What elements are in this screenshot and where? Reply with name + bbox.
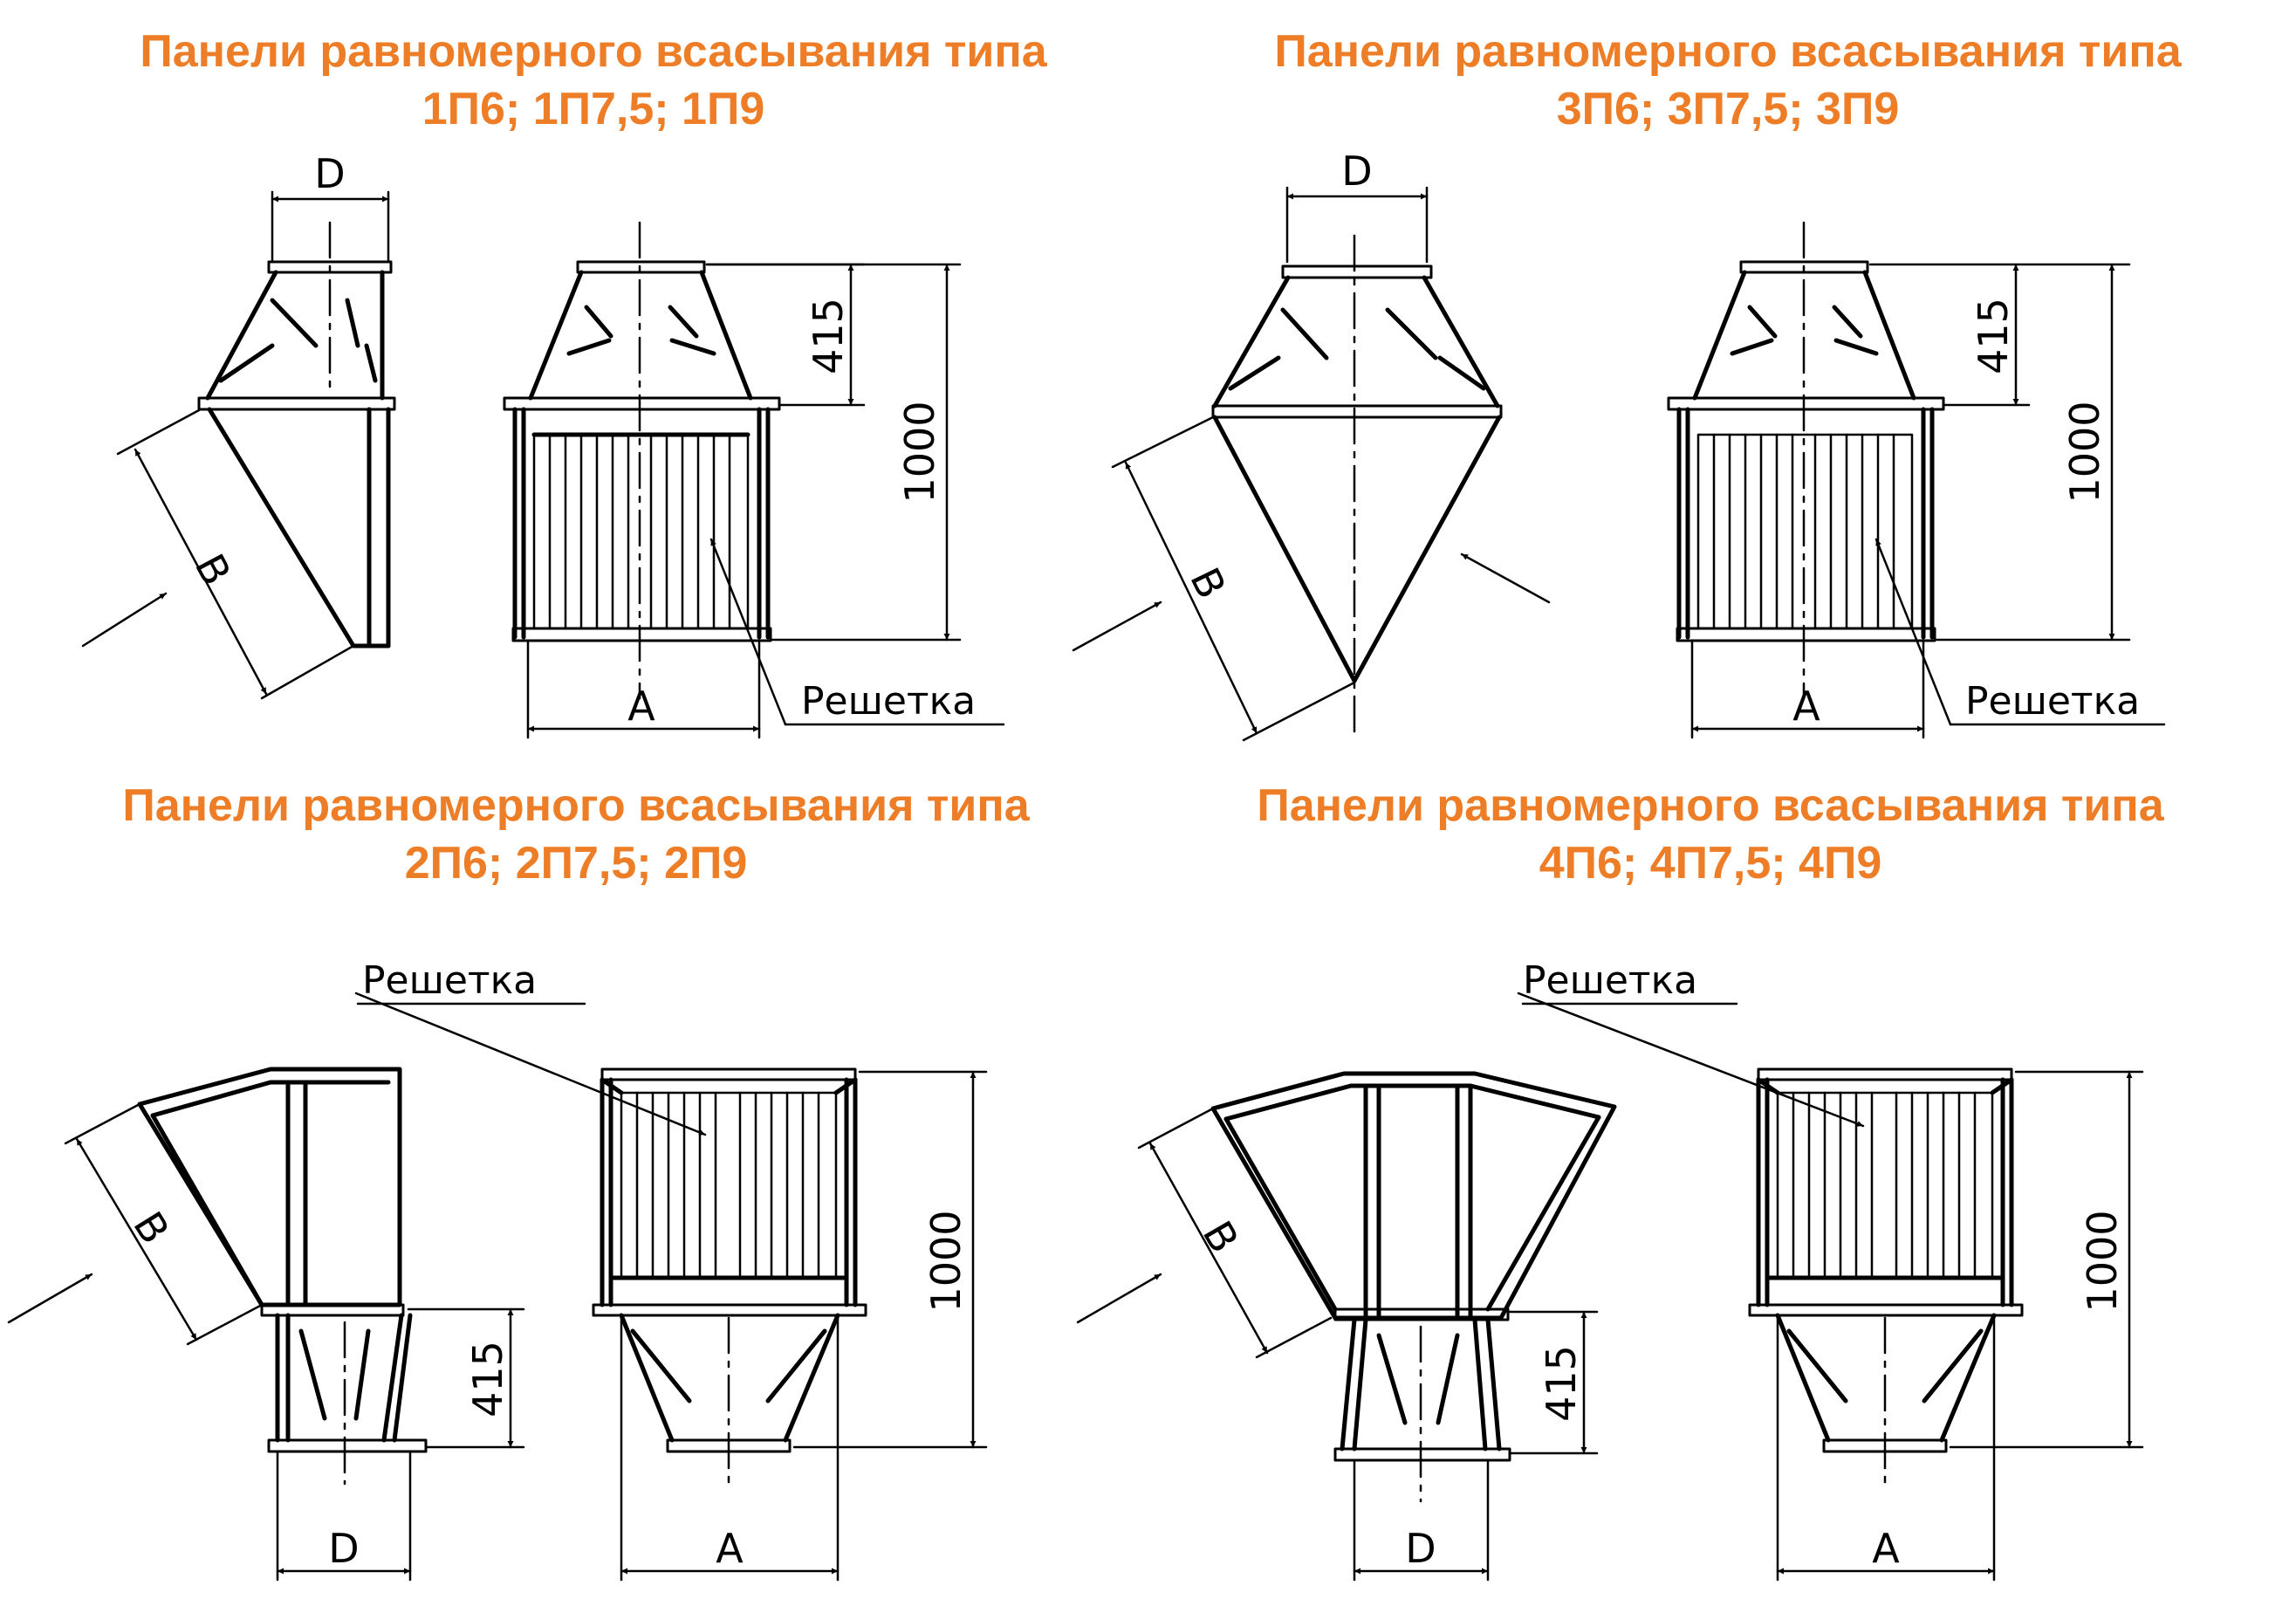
panel-2-grille-label: Решетка [1965, 679, 2140, 724]
panel-title-3: Панели равномерного всасывания типа 2П6;… [9, 777, 1143, 892]
panel-2-drawing: D B [1072, 148, 2166, 742]
panel-1-dim-a: A [627, 683, 655, 730]
panel-4-dim-415: 415 [1538, 1345, 1585, 1422]
panel-title-4-line2: 4П6; 4П7,5; 4П9 [1539, 838, 1882, 889]
panel-3-front-view: 1000 A [592, 1067, 988, 1582]
panel-4-dim-1000: 1000 [2079, 1210, 2126, 1312]
panel-2-dim-b: B [1181, 560, 1235, 606]
panel-4-dim-b: B [1194, 1213, 1249, 1260]
panel-4-drawing: B 415 D Решетка [1076, 958, 2144, 1582]
panel-1-drawing: D B [81, 150, 1005, 739]
panel-1-dim-b: B [186, 546, 240, 593]
panel-title-1: Панели равномерного всасывания типа 1П6;… [26, 23, 1161, 138]
panel-1-side-view: D B [81, 150, 396, 700]
panel-3-dim-415: 415 [464, 1341, 511, 1417]
panel-4-front-view: 1000 A [1748, 1067, 2144, 1582]
panel-2-front-view: 415 1000 A Решетка [1667, 221, 2166, 739]
panel-title-2-line1: Панели равномерного всасывания типа [1274, 26, 2182, 77]
panel-1-dim-d: D [314, 150, 345, 197]
panel-1-dim-415: 415 [805, 298, 852, 374]
panel-2-dim-a: A [1792, 683, 1820, 730]
panel-4-dim-a: A [1872, 1525, 1900, 1572]
panel-2-dim-d: D [1341, 148, 1372, 195]
panel-4-grille-label: Решетка [1523, 958, 1697, 1003]
panel-3-grille-label: Решетка [362, 958, 537, 1003]
panel-1-grille-label: Решетка [801, 679, 976, 724]
panel-title-2-line2: 3П6; 3П7,5; 3П9 [1556, 84, 1900, 134]
panel-2-dim-415: 415 [1970, 298, 2017, 374]
panel-1-dim-1000: 1000 [896, 401, 943, 503]
panel-title-1-line1: Панели равномерного всасывания типа [140, 26, 1047, 77]
panel-3-dim-a: A [716, 1525, 744, 1572]
panel-title-4-line1: Панели равномерного всасывания типа [1257, 780, 2164, 831]
panel-title-1-line2: 1П6; 1П7,5; 1П9 [422, 84, 765, 134]
panel-1-front-view: 415 1000 A Решетка [503, 221, 1005, 739]
panel-3-dim-d: D [328, 1525, 359, 1572]
panel-title-3-line1: Панели равномерного всасывания типа [122, 780, 1030, 831]
panel-title-4: Панели равномерного всасывания типа 4П6;… [1143, 777, 2278, 892]
panel-3-dim-b: B [124, 1204, 179, 1252]
panel-2-dim-1000: 1000 [2061, 401, 2108, 503]
panel-title-2: Панели равномерного всасывания типа 3П6;… [1161, 23, 2295, 138]
panel-2-side-view: D B [1072, 148, 1551, 742]
panel-3-drawing: B 415 D Решетка [7, 958, 988, 1582]
panel-4-dim-d: D [1405, 1525, 1436, 1572]
panel-3-dim-1000: 1000 [922, 1210, 970, 1312]
panel-title-3-line2: 2П6; 2П7,5; 2П9 [404, 838, 748, 889]
panel-4-side-view: B 415 D Решетка [1076, 958, 1865, 1582]
